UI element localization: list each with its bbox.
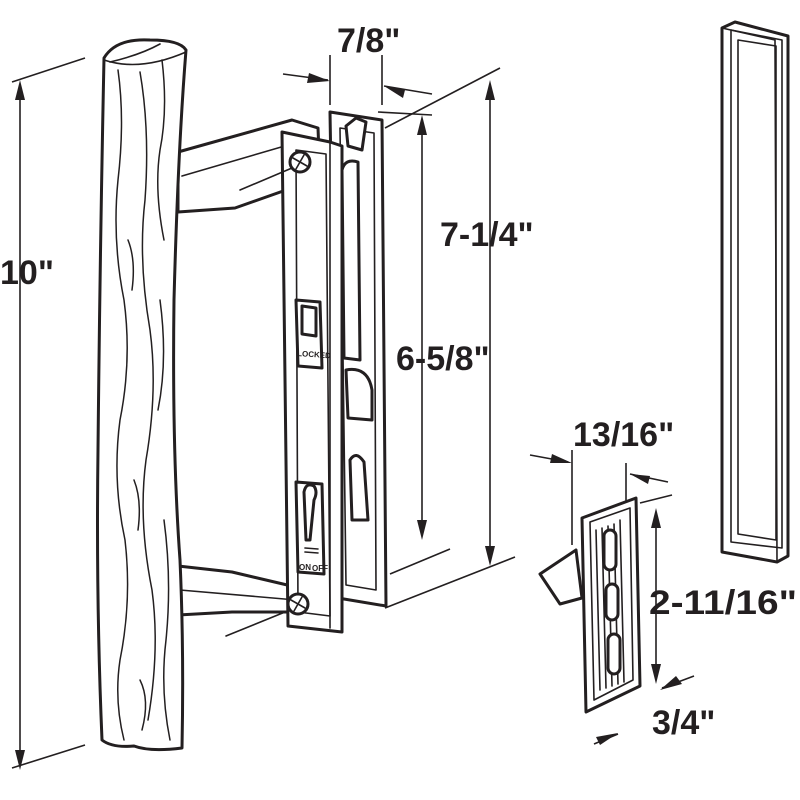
on-label: ON — [299, 563, 311, 572]
overall-height-label: 7-1/4" — [440, 216, 534, 254]
on-off-switch: ON OFF — [294, 480, 328, 576]
handle-length-label: 10" — [0, 254, 54, 292]
latch-assembly: LOCKED ON OFF — [225, 110, 388, 637]
latch-width-label: 7/8" — [337, 22, 400, 60]
keeper-depth-label: 3/4" — [652, 704, 715, 742]
hole-spacing-label: 6-5/8" — [396, 340, 490, 378]
hole-spacing-dimension — [377, 111, 451, 575]
keeper-depth-dimension — [593, 675, 695, 745]
locked-label: LOCKED — [297, 349, 332, 360]
overall-height-dimension — [384, 67, 516, 609]
latch-width-dimension — [282, 55, 433, 105]
handle-length-dimension — [11, 57, 86, 770]
lock-slider: LOCKED — [294, 298, 332, 370]
keeper-height-label: 2-11/16" — [649, 584, 797, 622]
keeper-width-label: 13/16" — [573, 416, 674, 454]
bottom-screw-icon — [286, 592, 310, 616]
off-label: OFF — [312, 564, 328, 573]
top-screw-icon — [288, 150, 312, 174]
keeper — [538, 496, 642, 714]
strike-plate — [720, 20, 790, 564]
keeper-height-dimension — [639, 494, 673, 684]
